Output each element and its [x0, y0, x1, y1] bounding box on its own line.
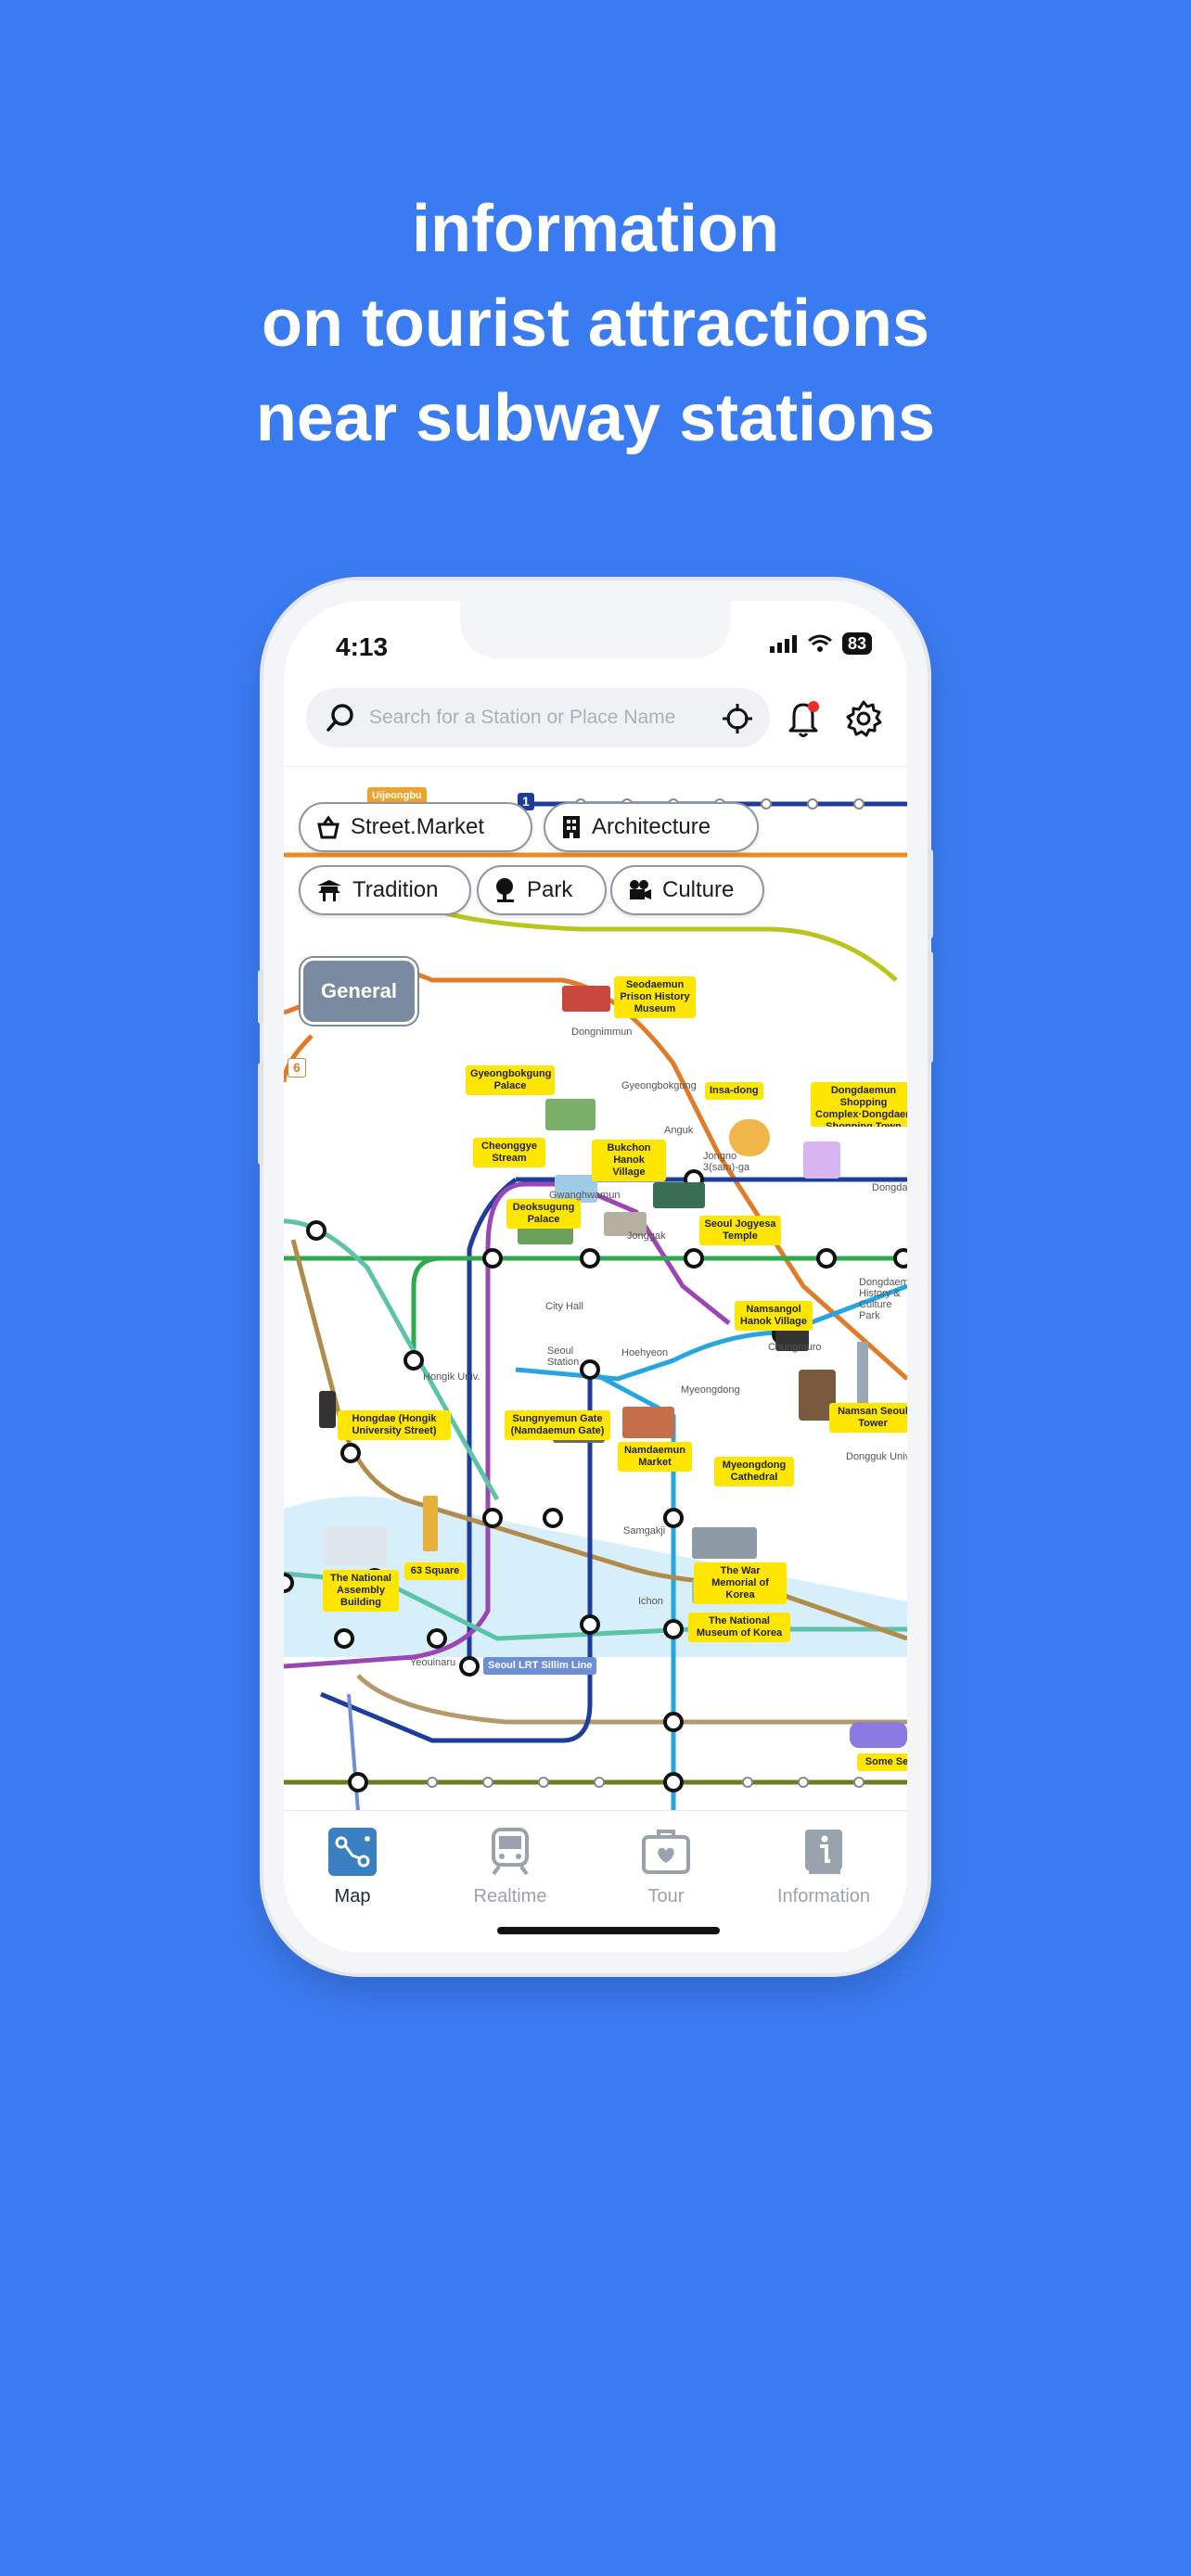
search-input[interactable] — [367, 706, 714, 730]
station-label[interactable]: Jonggak — [627, 1231, 666, 1242]
power-button — [928, 849, 933, 938]
station-label[interactable]: Dongdaemun — [872, 1182, 907, 1193]
home-indicator — [497, 1927, 720, 1934]
station-label[interactable]: City Hall — [545, 1301, 583, 1312]
camera-icon — [627, 878, 653, 902]
filter-chip-label: Culture — [662, 877, 735, 902]
line-label-uijeongbu: Uijeongbu — [367, 787, 427, 805]
attraction-tag[interactable]: Hongdae (Hongik University Street) — [338, 1410, 451, 1440]
map-icon — [328, 1828, 377, 1876]
station-label[interactable]: Jongno 3(sam)-ga — [703, 1151, 750, 1173]
tab-label: Map — [334, 1886, 371, 1906]
locate-icon[interactable] — [722, 703, 753, 734]
station-label[interactable]: Seoul Station — [547, 1345, 580, 1368]
attraction-tag[interactable]: Insa-dong — [705, 1082, 763, 1100]
attraction-tag[interactable]: Namsan Seoul Tower — [829, 1403, 907, 1433]
station-label[interactable]: Chungmuro — [768, 1342, 822, 1353]
station-label[interactable]: Gwanghwamun — [549, 1190, 621, 1201]
attraction-tag[interactable]: Seoul Jogyesa Temple — [699, 1216, 781, 1245]
pagoda-icon — [315, 878, 343, 902]
tab-label: Tour — [647, 1886, 685, 1906]
tab-label: Realtime — [473, 1886, 547, 1906]
attraction-tag[interactable]: The National Museum of Korea — [688, 1613, 790, 1642]
gear-icon[interactable] — [844, 699, 883, 738]
station-label[interactable]: Dongnimmun — [571, 1027, 633, 1038]
attraction-tag[interactable]: The War Memorial of Korea — [694, 1562, 787, 1604]
attraction-tag[interactable]: Some Se — [857, 1753, 907, 1771]
side-button — [928, 951, 933, 1063]
station-label[interactable]: Hoehyeon — [621, 1347, 669, 1358]
station-label[interactable]: Anguk — [664, 1125, 694, 1136]
mute-switch — [258, 970, 263, 1024]
bottom-tab-bar: Map Realtime Tour — [284, 1810, 907, 1953]
notch — [460, 601, 731, 658]
attraction-tag[interactable]: Myeongdong Cathedral — [714, 1457, 794, 1486]
filter-chip-culture[interactable]: Culture — [610, 865, 764, 915]
station-label[interactable]: Ichon — [638, 1596, 663, 1607]
status-time: 4:13 — [336, 632, 389, 661]
subway-map[interactable]: Uijeongbu 1 6 Seoul LRT Sillim Line Seod… — [284, 766, 907, 1811]
line-label-sillim: Seoul LRT Sillim Line — [483, 1657, 597, 1675]
attraction-tag[interactable]: Seodaemun Prison History Museum — [614, 976, 696, 1018]
tab-tour[interactable]: Tour — [601, 1828, 731, 1907]
building-icon — [560, 814, 583, 840]
headline-line-2: on tourist attractions — [261, 287, 930, 361]
promo-headline: information on tourist attractions near … — [0, 182, 1191, 465]
filter-chip-street-market[interactable]: Street.Market — [299, 802, 532, 852]
filter-chip-park[interactable]: Park — [477, 865, 607, 915]
app-screen: 4:13 83 — [284, 601, 907, 1953]
headline-line-3: near subway stations — [255, 381, 936, 455]
station-label[interactable]: Gyeongbokgung — [621, 1080, 697, 1091]
tab-label: Information — [776, 1886, 871, 1906]
search-icon — [327, 704, 353, 732]
suitcase-icon — [642, 1830, 690, 1874]
filter-chip-label: Street.Market — [351, 814, 485, 839]
line-label-6: 6 — [288, 1058, 306, 1078]
attraction-tag[interactable]: Gyeongbokgung Palace — [466, 1065, 555, 1095]
station-label[interactable]: Dongguk Univ. — [846, 1451, 907, 1462]
filter-chip-label: Architecture — [592, 814, 711, 839]
tree-icon — [493, 877, 518, 903]
attraction-tag[interactable]: Sungnyemun Gate (Namdaemun Gate) — [505, 1410, 610, 1440]
attraction-tag[interactable]: Cheonggye Stream — [473, 1138, 545, 1167]
station-label[interactable]: Hongik Univ. — [423, 1371, 480, 1383]
info-icon — [805, 1830, 842, 1874]
station-label[interactable]: Samgakji — [623, 1525, 666, 1537]
wifi-icon — [808, 634, 832, 652]
attraction-tag[interactable]: Deoksugung Palace — [506, 1199, 581, 1229]
attraction-tag[interactable]: Namsangol Hanok Village — [735, 1301, 813, 1331]
filter-chip-label: Park — [527, 877, 573, 902]
train-icon — [492, 1828, 529, 1876]
filter-chip-architecture[interactable]: Architecture — [544, 802, 759, 852]
bell-icon[interactable] — [785, 699, 822, 738]
tab-realtime[interactable]: Realtime — [445, 1828, 575, 1907]
attraction-tag[interactable]: The National Assembly Building — [323, 1570, 399, 1612]
attraction-tag[interactable]: Namdaemun Market — [618, 1442, 692, 1472]
subway-lines — [284, 798, 907, 1811]
search-bar[interactable] — [306, 688, 770, 747]
tab-map[interactable]: Map — [288, 1828, 417, 1907]
station-label[interactable]: Yeouinaru — [410, 1657, 456, 1668]
phone-frame: 4:13 83 — [258, 580, 933, 1973]
tab-information[interactable]: Information — [759, 1828, 889, 1907]
battery-icon: 83 — [841, 632, 872, 655]
signal-icon — [769, 635, 797, 653]
attraction-tag[interactable]: Dongdaemun Shopping Complex·Dongdaemun S… — [811, 1082, 907, 1127]
status-icons: 83 — [769, 632, 872, 655]
filter-chip-label: Tradition — [352, 877, 439, 902]
station-label[interactable]: Myeongdong — [681, 1384, 740, 1396]
attraction-tag[interactable]: Bukchon Hanok Village — [592, 1140, 666, 1181]
filter-chip-tradition[interactable]: Tradition — [299, 865, 471, 915]
station-label[interactable]: Dongdaemun History & Culture Park — [859, 1277, 907, 1321]
general-button[interactable]: General — [301, 958, 417, 1025]
attraction-tag[interactable]: 63 Square — [404, 1562, 466, 1580]
volume-button — [258, 1063, 263, 1165]
basket-icon — [315, 815, 341, 839]
headline-line-1: information — [412, 192, 779, 266]
